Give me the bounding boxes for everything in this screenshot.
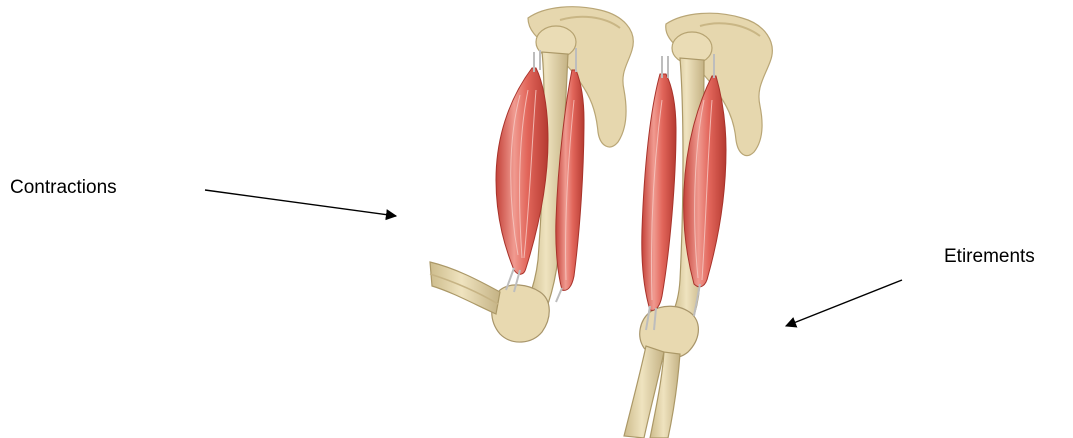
flexed-arm-icon [430, 7, 633, 342]
contractions-label: Contractions [10, 178, 117, 197]
extended-arm-icon [624, 13, 772, 438]
right-biceps [642, 74, 676, 310]
etirements-label: Etirements [944, 247, 1035, 266]
left-forearm [430, 262, 500, 314]
etirements-arrow [786, 280, 902, 326]
contractions-arrow [205, 190, 396, 216]
left-elbow [492, 285, 550, 342]
